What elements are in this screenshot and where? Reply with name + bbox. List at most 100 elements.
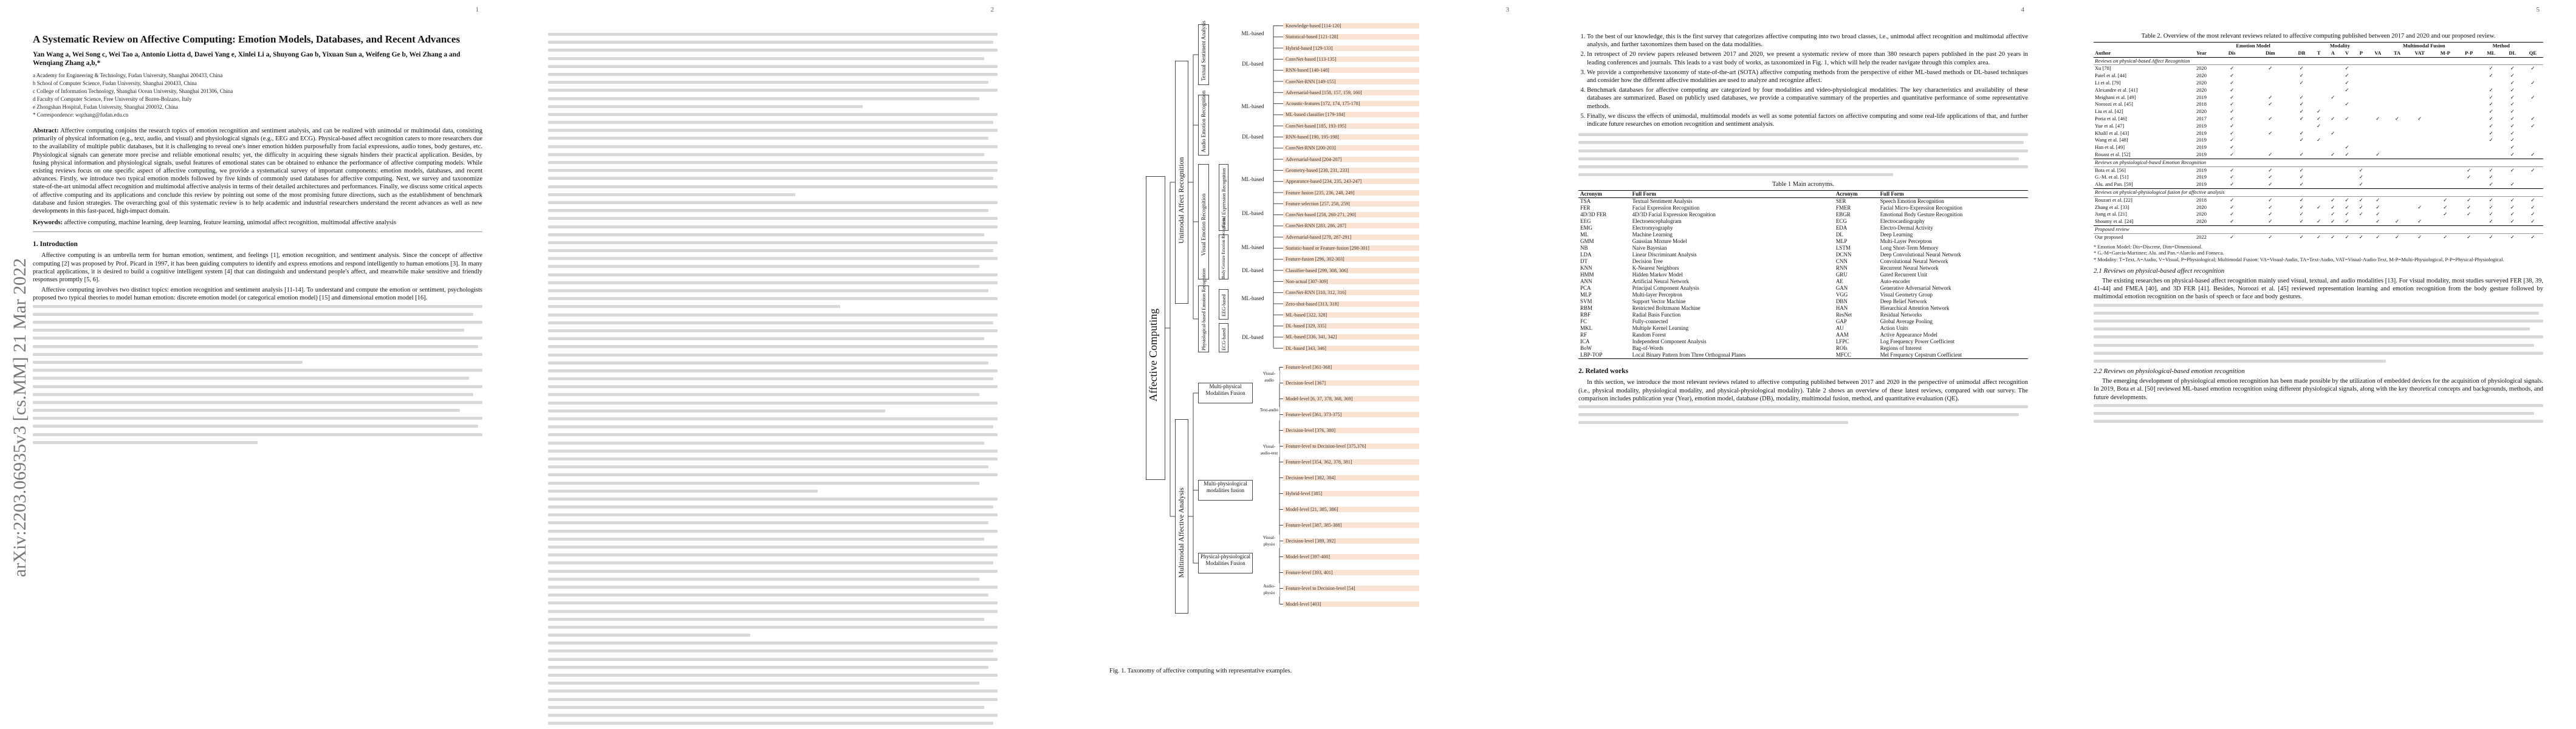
table-cell: ✓ [2358, 174, 2363, 180]
author-cell: Li et al. [79] [2095, 79, 2121, 86]
table-row: Liu et al. [42]2020✓✓✓✓✓ [2094, 108, 2543, 115]
table-cell: 4D/3D FER [1580, 211, 1607, 218]
table-cell: ✓ [2230, 122, 2235, 129]
taxonomy-leaf: Acoustic-features [172, 174, 175-178] [1283, 101, 1419, 107]
table-cell [2523, 108, 2543, 115]
table-cell [2388, 211, 2407, 218]
table-cell: ✓ [2345, 65, 2349, 72]
table-cell: Support Vector Machine [1632, 298, 1686, 305]
table-group-label: Proposed review [2094, 225, 2543, 234]
author-cell: Bota et al. [56] [2095, 166, 2126, 173]
table-cell: ✓ [2489, 204, 2493, 210]
table-cell: Local Binary Pattern from Three Orthogon… [1630, 352, 1834, 360]
table-cell: ✓ [2443, 211, 2448, 217]
table-cell [2458, 72, 2480, 80]
taxonomy-leaf: Feature selection [257, 258, 259] [1283, 200, 1419, 207]
table-cell: NB [1580, 245, 1588, 252]
table-cell [2458, 115, 2480, 123]
table-cell: ✓ [2376, 196, 2380, 203]
table-cell: ✓ [2510, 166, 2515, 173]
table-header: TA [2387, 49, 2407, 58]
table-cell [2326, 137, 2340, 144]
table-cell [2388, 123, 2407, 130]
taxonomy-leaf: Feature fusion [235, 236, 248, 249] [1283, 190, 1419, 196]
table-group-row: Reviews on physical-based Affect Recogni… [2094, 56, 2543, 66]
sub-text-audio: Text-audio [1259, 407, 1279, 420]
table-cell: Mel Frequency Cepstrum Coefficient [1878, 352, 2028, 360]
table-cell: GAN [1835, 285, 1848, 292]
table-cell: Machine Learning [1632, 231, 1673, 238]
taxonomy-leaf: Knowledge-based [114-120] [1283, 23, 1419, 29]
author-cell: Poria et al. [46] [2095, 115, 2127, 122]
table-cell: ✓ [2230, 144, 2235, 151]
table-header: T [2311, 49, 2326, 58]
taxonomy-leaf: Statistic-based or Feature-fusion [298-3… [1283, 245, 1419, 251]
table-cell: Hierarchical Attention Network [1880, 305, 1950, 312]
table-cell [2458, 108, 2480, 115]
sub-visual-audio-text: Visual-audio-text [1259, 443, 1279, 457]
table-cell: ✓ [2345, 72, 2349, 79]
table-cell [2326, 65, 2340, 72]
table-cell: ✓ [2489, 166, 2493, 173]
body-text-lines [1578, 405, 2028, 425]
paragraph: In this section, we introduce the most r… [1578, 379, 2028, 402]
table-cell [2406, 137, 2432, 144]
taxonomy-leaf: Statistical-based [121-128] [1283, 34, 1419, 40]
table-cell: LDA [1580, 252, 1592, 258]
table-cell: ✓ [2268, 204, 2273, 210]
table-cell [2368, 166, 2388, 174]
table-cell: ✓ [2510, 86, 2515, 93]
taxonomy-leaf: Non-actual [307-309] [1283, 278, 1419, 284]
author-cell: Xu [78] [2095, 65, 2111, 72]
page-3: 3 Affective Computing Unimodal Affect Re… [1030, 0, 1546, 729]
table-cell: ✓ [2299, 115, 2304, 122]
table-cell: PCA [1580, 285, 1591, 292]
table-cell: ✓ [2358, 166, 2363, 173]
table-cell [2406, 87, 2432, 94]
table-row: G.-M. et al. [51]2019✓✓✓✓✓✓ [2094, 174, 2543, 181]
table-cell: ✓ [2510, 72, 2515, 79]
table-cell: VGG [1835, 292, 1848, 298]
table-cell: ✓ [2489, 196, 2493, 203]
table-cell: Hidden Markov Model [1632, 272, 1683, 278]
table-header: DB [2291, 49, 2312, 58]
page-number: 1 [475, 6, 479, 13]
table-cell: 2019 [2196, 166, 2207, 173]
overview-table: Emotion Model Modality Multimodal Fusion… [2094, 41, 2543, 241]
table-cell: ✓ [2299, 166, 2304, 173]
note: * Modality: T=Text, A=Audio, V=Visual, P… [2094, 256, 2504, 262]
table-cell: ✓ [2467, 166, 2472, 173]
taxonomy-leaf: Feature-fusion [296, 302-303] [1283, 256, 1419, 262]
taxonomy-leaf: Model-level [21, 385, 386] [1283, 507, 1419, 512]
table-cell [2388, 130, 2407, 137]
table-cell: ✓ [2510, 79, 2515, 86]
table-cell [2458, 65, 2480, 72]
table-cell: ✓ [2489, 65, 2493, 72]
method-dl: DL-based [1237, 210, 1269, 219]
table-cell [2388, 151, 2407, 159]
table-cell [2249, 72, 2292, 80]
table-cell: ✓ [2510, 196, 2515, 203]
table-cell [2388, 108, 2407, 115]
table-cell [2502, 174, 2523, 181]
table-row: Yue et al. [47]2019✓✓✓✓✓ [2094, 123, 2543, 130]
table-cell [2433, 87, 2458, 94]
author-cell: Han et al. [49] [2095, 144, 2125, 151]
taxonomy-leaf: Feature-level [361-368] [1283, 364, 1419, 370]
list-item: To the best of our knowledge, this is th… [1587, 33, 2028, 49]
table-cell: ✓ [2331, 211, 2335, 217]
table-cell [2433, 108, 2458, 115]
table-cell [2388, 144, 2407, 151]
section-heading: 1. Introduction [33, 241, 78, 248]
table-cell: ✓ [2358, 181, 2363, 188]
table-cell [2433, 123, 2458, 130]
table-cell: ✓ [2230, 137, 2235, 143]
table-cell: ✓ [2230, 115, 2235, 122]
table-row: Shoumy et al. [24]2020✓✓✓✓✓✓✓✓✓✓✓✓ [2094, 218, 2543, 225]
table-cell [2312, 211, 2326, 218]
table-cell [2326, 166, 2340, 174]
